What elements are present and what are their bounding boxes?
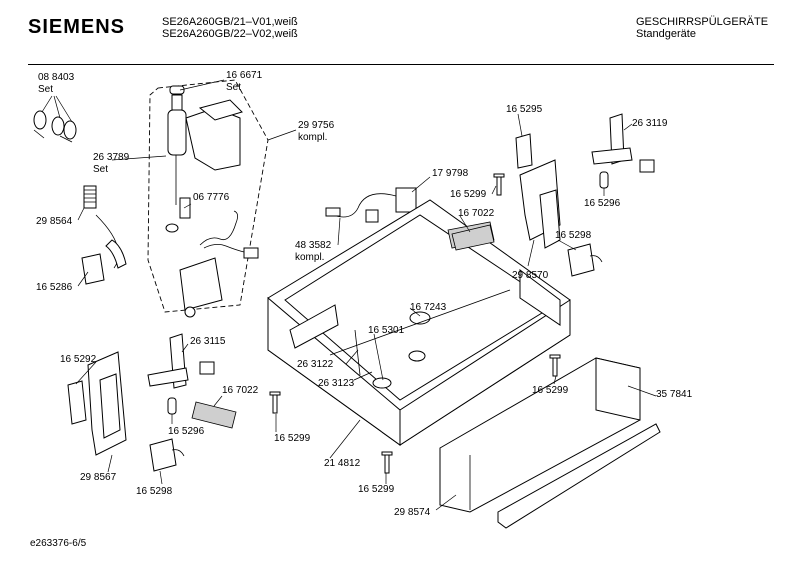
part-labels: 08 8403 Set 16 6671 Set 29 9756 kompl. 2… xyxy=(36,70,693,518)
label-part-number: 16 5292 xyxy=(60,354,97,365)
label-part-suffix: kompl. xyxy=(295,252,324,263)
label-part-number: 08 8403 xyxy=(38,72,75,83)
header-divider xyxy=(28,64,774,65)
wiring-harness-drawing xyxy=(325,187,417,223)
label-part-number: 16 5298 xyxy=(136,486,173,497)
label-part-number: 29 8567 xyxy=(80,472,117,483)
label-part-suffix: Set xyxy=(38,84,53,95)
part-16-5296-right-drawing xyxy=(599,171,609,189)
label-part-suffix: kompl. xyxy=(298,132,327,143)
label-part-number: 29 8574 xyxy=(394,507,431,518)
label-part-number: 35 7841 xyxy=(656,389,693,400)
label-part-number: 16 5299 xyxy=(358,484,395,495)
label-part-number: 16 7022 xyxy=(222,385,259,396)
label-part-number: 26 3119 xyxy=(632,118,668,129)
assembly-boundary xyxy=(147,79,269,313)
label-part-number: 29 8564 xyxy=(36,216,73,227)
label-part-number: 26 3122 xyxy=(297,359,334,370)
valve-assembly-drawing xyxy=(165,85,259,318)
label-part-number: 16 5296 xyxy=(168,426,205,437)
label-part-number: 16 5296 xyxy=(584,198,621,209)
model-line-1: SE26A260GB/21–V01,weiß xyxy=(162,16,298,28)
category-title: GESCHIRRSPÜLGERÄTE xyxy=(636,16,769,28)
label-part-number: 16 6671 xyxy=(226,70,263,81)
screw-right-drawing xyxy=(549,354,561,377)
leader-lines xyxy=(41,79,657,511)
label-part-number: 16 5299 xyxy=(450,189,487,200)
label-part-number: 48 3582 xyxy=(295,240,332,251)
label-part-number: 26 3115 xyxy=(190,336,226,347)
label-part-number: 26 3123 xyxy=(318,378,355,389)
label-part-number: 16 5301 xyxy=(368,325,405,336)
subcategory-title: Standgeräte xyxy=(636,28,696,40)
right-small-bracket-drawing xyxy=(591,113,655,173)
float-switch-left-drawing xyxy=(191,401,237,429)
right-bracket-drawing xyxy=(515,133,561,249)
hose-clamps-drawing xyxy=(33,110,77,143)
spring-hose-drawing xyxy=(83,185,127,269)
label-part-number: 16 5286 xyxy=(36,282,73,293)
float-switch-right-drawing xyxy=(451,224,495,251)
screw-left-drawing xyxy=(269,391,281,414)
part-16-5298-right-drawing xyxy=(567,243,603,277)
label-part-number: 17 9798 xyxy=(432,168,469,179)
base-tub-drawing xyxy=(267,199,571,446)
label-part-number: 16 5298 xyxy=(555,230,592,241)
kick-panel-drawing xyxy=(439,357,661,529)
label-part-number: 21 4812 xyxy=(324,458,361,469)
label-part-number: 16 5295 xyxy=(506,104,543,115)
screw-bottom-drawing xyxy=(381,451,393,474)
left-bracket-drawing xyxy=(67,351,127,456)
label-part-number: 16 7243 xyxy=(410,302,447,313)
part-16-5298-left-drawing xyxy=(149,438,185,472)
drawing-id: e263376-6/5 xyxy=(30,538,87,549)
label-part-suffix: Set xyxy=(93,164,108,175)
label-part-number: 26 3789 xyxy=(93,152,130,163)
model-line-2: SE26A260GB/22–V02,weiß xyxy=(162,28,298,40)
label-part-number: 16 5299 xyxy=(274,433,311,444)
brand-logo: SIEMENS xyxy=(28,16,126,38)
label-part-number: 29 9756 xyxy=(298,120,335,131)
left-small-bracket-drawing xyxy=(147,333,215,389)
part-16-5286-drawing xyxy=(81,253,105,285)
screw-top-drawing xyxy=(493,173,505,196)
label-part-suffix: Set xyxy=(226,82,241,93)
label-part-number: 06 7776 xyxy=(193,192,230,203)
part-16-5296-left-drawing xyxy=(167,397,177,415)
label-part-number: 16 7022 xyxy=(458,208,495,219)
label-part-number: 16 5299 xyxy=(532,385,569,396)
label-part-number: 29 8570 xyxy=(512,270,549,281)
